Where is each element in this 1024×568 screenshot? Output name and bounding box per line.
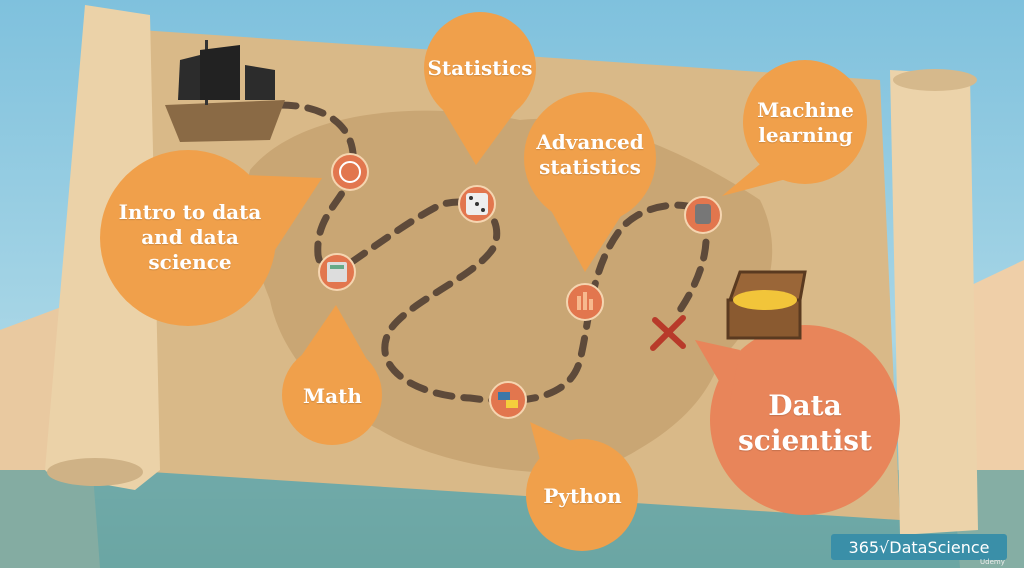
stop-label-math: Math	[303, 383, 362, 408]
stop-label-statistics: Statistics	[427, 55, 533, 80]
statistics-bubble	[424, 12, 536, 165]
x-mark-icon	[650, 315, 686, 351]
calculator-icon	[318, 253, 356, 291]
bubbles	[100, 12, 900, 551]
pirate-ship-icon	[165, 40, 285, 142]
stop-label-machine-learning: Machine learning	[757, 98, 854, 147]
stop-label-data-scientist: Data scientist	[738, 389, 872, 457]
dice-icon	[458, 185, 496, 223]
dashed-route	[276, 101, 710, 405]
globe-icon	[331, 153, 369, 191]
robot-icon	[684, 196, 722, 234]
udemy-watermark: Udemy	[980, 558, 1005, 566]
advanced-statistics-bubble	[524, 92, 656, 272]
stop-label-intro: Intro to data and data science	[118, 200, 262, 274]
python-bubble	[526, 422, 638, 551]
treasure-chest-icon	[726, 270, 807, 340]
intro-bubble	[100, 150, 322, 326]
python-icon	[489, 381, 527, 419]
machine-learning-bubble	[722, 60, 867, 196]
bar-chart-icon	[566, 283, 604, 321]
stop-label-advanced-statistics: Advanced statistics	[536, 130, 644, 179]
365-datascience-logo: 365√DataScience	[831, 534, 1007, 560]
math-bubble	[282, 305, 382, 445]
data-scientist-bubble	[695, 325, 900, 515]
right-scroll-roll	[890, 70, 978, 535]
stop-label-python: Python	[543, 483, 622, 508]
